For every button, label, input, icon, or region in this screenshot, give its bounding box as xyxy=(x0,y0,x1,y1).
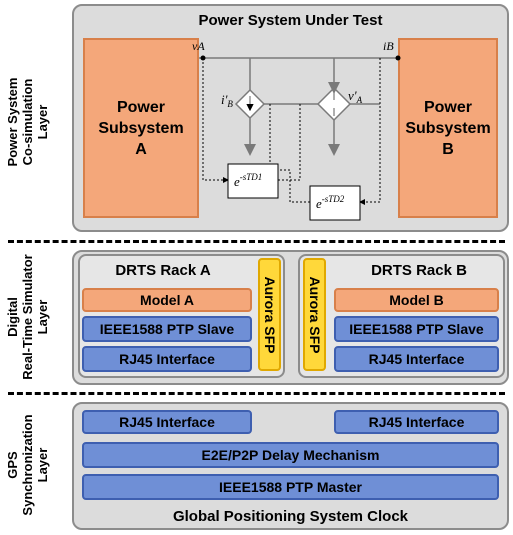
aurora-sfp-a-label: Aurora SFP xyxy=(261,275,278,354)
delay-1-label: e-sTD1 xyxy=(234,172,262,189)
layer-separator-1 xyxy=(8,240,505,243)
signal-vA-to-delay1 xyxy=(202,58,229,183)
layer-label-gps-line1: GPS xyxy=(4,451,20,479)
power-subsystem-a-line3: A xyxy=(135,140,147,158)
power-system-title: Power System Under Test xyxy=(198,12,383,29)
ptp-master: IEEE1588 PTP Master xyxy=(82,474,499,500)
power-subsystem-b: Power Subsystem B xyxy=(398,38,498,218)
power-subsystem-b-line1: Power xyxy=(423,98,472,116)
layer-separator-2 xyxy=(8,392,505,395)
signal-delay2-to-isrc xyxy=(269,104,310,203)
power-subsystem-a: Power Subsystem A xyxy=(83,38,199,218)
interconnect-diagram: vA iB i'B v'A e-sTD1 e-sTD2 xyxy=(192,39,401,221)
layer-label-drts-line3: Layer xyxy=(34,299,50,335)
model-b: Model B xyxy=(334,288,499,312)
delay-box-2 xyxy=(309,185,361,221)
model-a: Model A xyxy=(82,288,252,312)
delay-2-label: e-sTD2 xyxy=(316,194,345,211)
rj45-interface-a: RJ45 Interface xyxy=(82,346,252,372)
power-subsystem-a-line1: Power xyxy=(116,98,165,116)
layer-label-drts: Digital Real-Time Simulator Layer xyxy=(0,242,54,392)
aurora-sfp-b: Aurora SFP xyxy=(303,258,326,371)
layer-label-drts-line2: Real-Time Simulator xyxy=(19,254,35,380)
gps-rj45-right: RJ45 Interface xyxy=(334,410,499,434)
signal-delay1-to-vsrc xyxy=(278,104,301,181)
signal-iB-to-delay2 xyxy=(359,58,381,205)
label-iB-prime: i'B xyxy=(221,92,233,109)
layer-label-gps: GPS Synchronization Layer xyxy=(0,395,54,535)
drts-rack-b-title: DRTS Rack B xyxy=(371,262,467,279)
layer-label-gps-line2: Synchronization xyxy=(19,414,35,516)
power-subsystem-b-line2: Subsystem xyxy=(405,119,491,137)
label-iB: iB xyxy=(383,39,394,53)
label-vA-prime: v'A xyxy=(348,88,363,105)
delay-box-1 xyxy=(227,163,279,199)
node-iB xyxy=(395,55,401,61)
gps-clock-title: Global Positioning System Clock xyxy=(172,508,409,525)
label-vA: vA xyxy=(192,39,205,53)
rj45-interface-b: RJ45 Interface xyxy=(334,346,499,372)
delay-mechanism: E2E/P2P Delay Mechanism xyxy=(82,442,499,468)
ptp-slave-b: IEEE1588 PTP Slave xyxy=(334,316,499,342)
layer-label-drts-line1: Digital xyxy=(4,297,20,337)
aurora-sfp-b-label: Aurora SFP xyxy=(306,275,323,354)
drts-rack-a-title: DRTS Rack A xyxy=(115,262,211,279)
layer-label-gps-line3: Layer xyxy=(34,447,50,483)
power-subsystem-a-line2: Subsystem xyxy=(98,119,184,137)
power-subsystem-b-line3: B xyxy=(442,140,454,158)
gps-rj45-left: RJ45 Interface xyxy=(82,410,252,434)
ptp-slave-a: IEEE1588 PTP Slave xyxy=(82,316,252,342)
aurora-sfp-a: Aurora SFP xyxy=(258,258,281,371)
